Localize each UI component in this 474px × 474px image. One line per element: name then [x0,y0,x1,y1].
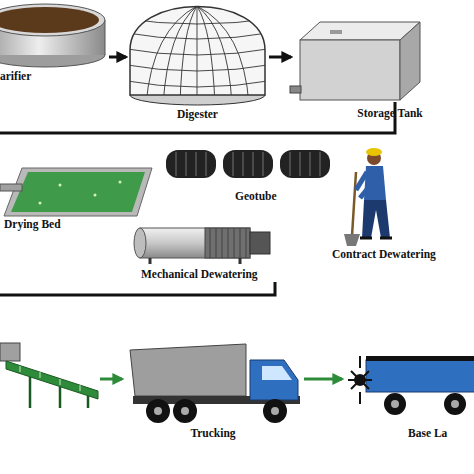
press-screen-lines [210,228,246,258]
press-end [134,228,146,258]
spreader-spinner [348,356,372,404]
geotube [280,150,330,178]
bracket-line [0,282,275,295]
process-stage: Drying Bed [4,165,152,217]
dome-grid [120,48,275,55]
stage-label: Geotube [235,190,315,203]
spreader-rim [366,356,474,361]
truck-dump-body [130,344,246,396]
process-stage: Mechanical Dewatering [133,222,273,264]
bed-dot [39,202,42,205]
wheel-hub [451,400,459,408]
shovel-blade [344,234,360,246]
wheel-hub [154,407,162,415]
truck-wheel [173,399,197,423]
stage-label: Base La [408,427,474,440]
truck-cab [250,360,298,400]
flow-arrow [109,56,126,59]
stage-label: Drying Bed [4,218,94,231]
tank-top [300,22,420,40]
flow-arrow [100,378,122,381]
worker-arms [356,172,381,198]
process-stage: Base La [346,345,474,417]
worker-hat [366,148,382,156]
shovel-handle [352,172,356,236]
clarifier-sludge [0,7,99,33]
dome-grid [120,64,275,71]
dome-grid [197,6,249,105]
process-stage: Storage Tank [295,20,420,105]
process-stage: Contract Dewatering [344,148,394,248]
stage-label: Mechanical Dewatering [141,268,291,281]
press-motor [250,232,270,254]
dome-grid [197,6,215,105]
conveyor-legs [30,377,88,408]
truck-wheel [263,399,287,423]
process-stage: Digester [130,0,265,105]
tank-front [300,40,400,100]
wheel-hub [271,407,279,415]
dome-grid [120,32,275,39]
stage-label: Trucking [168,427,258,440]
flow-arrow [304,378,342,381]
geotube [223,150,273,178]
process-stage: Geotube [165,148,331,180]
bed-dot [119,181,122,184]
press-screen [205,228,250,258]
dome-grid [197,6,198,105]
stage-label: Storage Tank [325,107,455,120]
spreader-wheel [444,393,466,415]
conveyor-hopper [0,343,20,361]
truck-wheel [146,399,170,423]
bracket-line [0,102,395,133]
wheel-hub [181,407,189,415]
tank-pipe [290,86,301,93]
dome-grid [146,6,197,105]
press-body [140,228,250,258]
bed-dot [59,184,62,187]
dome-grid [120,18,275,24]
geotube [166,150,216,178]
dome-grid [163,6,197,105]
tank-side [400,22,420,100]
drying-bed-frame [4,168,152,216]
clarifier-rim [0,4,105,36]
dome-grid [120,80,275,87]
digester-dome [130,7,265,96]
flow-arrow [269,56,291,59]
bed-pipe [0,184,22,191]
bed-dot [94,194,97,197]
conveyor-belt [6,361,98,399]
spreader-body [366,360,474,392]
tank-hatch [330,30,342,34]
spreader-hub [354,374,366,386]
stage-label: Digester [130,108,265,121]
stage-label: Contract Dewatering [332,248,467,261]
worker-boots [360,237,392,240]
clarifier-edge [105,20,106,55]
drying-bed-sludge [11,172,145,212]
conveyor-slats [20,366,80,391]
process-stage: Trucking [128,340,300,425]
truck-window [262,366,292,380]
stage-label: arifier [0,70,70,83]
process-stage: arifier [0,2,105,65]
geotube-ribs [176,152,320,176]
dome-grid [197,6,232,105]
dome-grid [180,6,197,105]
spreader-wheel [384,393,406,415]
wheel-hub [391,400,399,408]
worker-legs [362,200,390,238]
press-legs [150,258,240,264]
